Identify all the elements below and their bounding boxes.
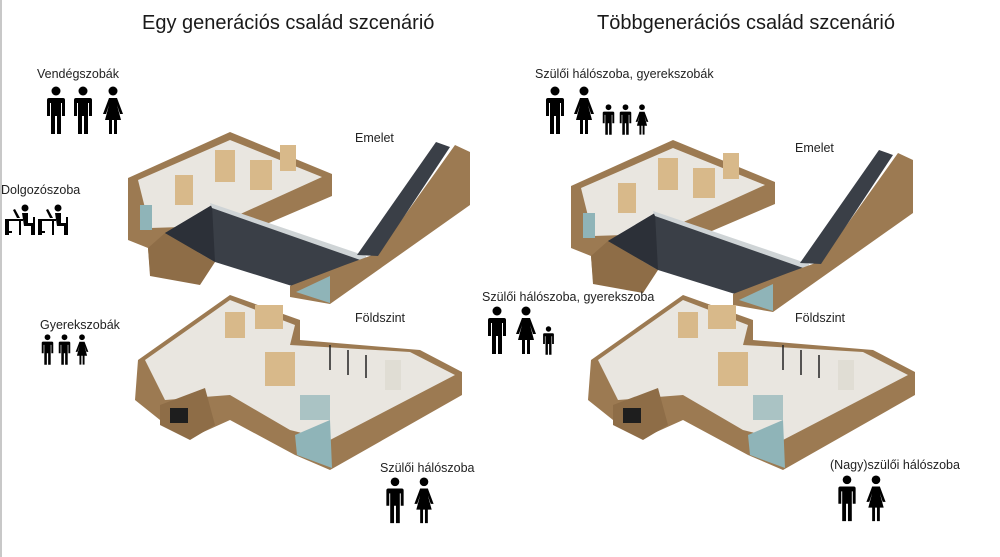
boy-icon bbox=[602, 104, 615, 135]
desk-worker-icon bbox=[5, 204, 35, 235]
desk-worker-icon bbox=[38, 204, 68, 235]
parents-children-rooms-label: Szülői hálószoba, gyerekszobák bbox=[535, 67, 714, 81]
children-rooms-label: Gyerekszobák bbox=[40, 318, 120, 332]
child-icon bbox=[543, 326, 554, 355]
woman-icon bbox=[516, 306, 536, 354]
right-ground-floor-label: Földszint bbox=[795, 311, 846, 325]
grandparents-bedroom-label: (Nagy)szülői hálószoba bbox=[830, 458, 960, 472]
girl-icon bbox=[75, 334, 89, 365]
parents-child-people-icons bbox=[488, 306, 554, 355]
family-people-icons bbox=[546, 86, 649, 135]
left-upper-floor-label: Emelet bbox=[355, 131, 394, 145]
woman-icon bbox=[103, 86, 123, 134]
man-icon bbox=[546, 86, 564, 134]
woman-icon bbox=[866, 475, 886, 522]
left-ground-floor-model bbox=[134, 294, 463, 471]
woman-icon bbox=[414, 477, 434, 524]
guest-rooms-label: Vendégszobák bbox=[37, 67, 120, 81]
guest-people-icons bbox=[47, 86, 123, 134]
right-upper-floor-label: Emelet bbox=[795, 141, 834, 155]
grandparents-people-icons bbox=[838, 475, 886, 522]
right-ground-floor-model bbox=[587, 294, 916, 471]
parents-bedroom-label: Szülői hálószoba bbox=[380, 461, 475, 475]
page-edge bbox=[0, 0, 2, 557]
boy-icon bbox=[58, 334, 71, 365]
man-icon bbox=[838, 475, 856, 522]
man-icon bbox=[386, 477, 404, 524]
boy-icon bbox=[619, 104, 632, 135]
parents-people-icons bbox=[386, 477, 434, 524]
man-icon bbox=[488, 306, 506, 354]
left-ground-floor-label: Földszint bbox=[355, 311, 406, 325]
left-upper-floor-model bbox=[128, 132, 470, 304]
girl-icon bbox=[635, 104, 649, 135]
children-people-icons bbox=[41, 334, 89, 365]
woman-icon bbox=[574, 86, 594, 134]
right-scenario-title: Többgenerációs család szcenárió bbox=[597, 12, 895, 34]
parents-child-room-label: Szülői hálószoba, gyerekszoba bbox=[482, 290, 655, 304]
man-icon bbox=[74, 86, 92, 134]
study-desk-icons bbox=[5, 204, 68, 235]
left-scenario-title: Egy generációs család szcenárió bbox=[142, 12, 435, 34]
boy-icon bbox=[41, 334, 54, 365]
man-icon bbox=[47, 86, 65, 134]
study-room-label: Dolgozószoba bbox=[1, 183, 81, 197]
